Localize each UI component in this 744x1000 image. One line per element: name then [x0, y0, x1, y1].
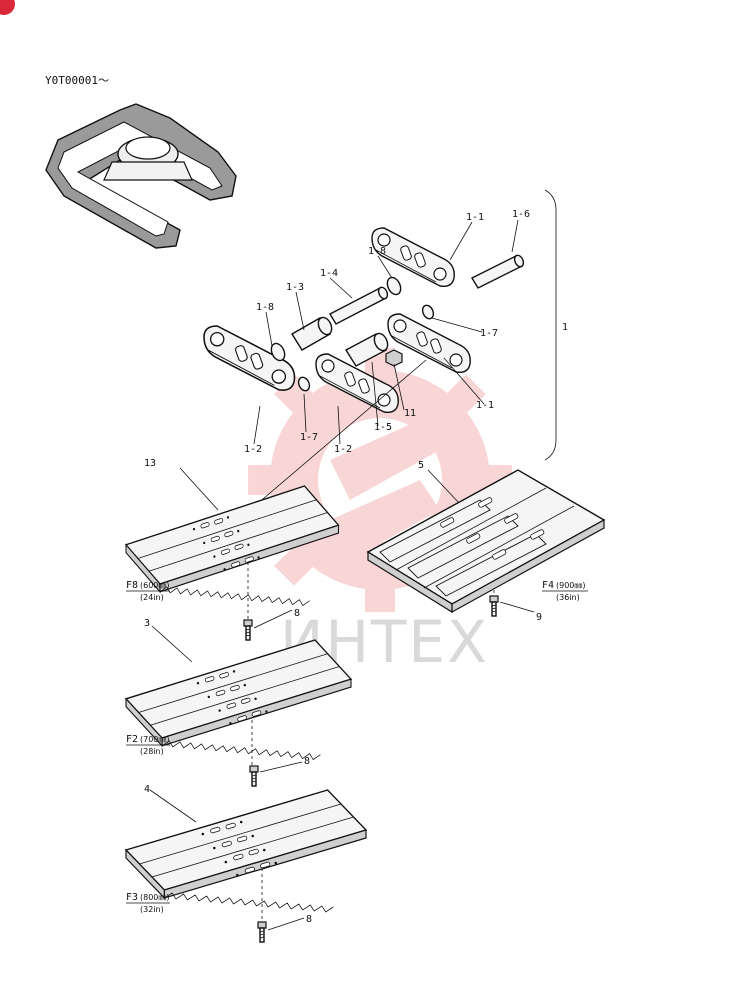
- callout-1-8-lower: 1-8: [256, 302, 274, 313]
- bushing-1-5: [345, 332, 389, 367]
- shoe-label-f2: F2 (700㎜) (28in): [126, 734, 170, 756]
- callout-3: 3: [144, 618, 150, 629]
- callout-1-6: 1-6: [512, 209, 530, 220]
- bushing-1-3: [291, 316, 333, 351]
- callout-1-1-lower: 1-1: [476, 400, 494, 411]
- callout-4: 4: [144, 784, 150, 795]
- callout-8-c: 8: [306, 914, 312, 925]
- callout-8-a: 8: [294, 608, 300, 619]
- shoe-mm-f8: (600㎜): [140, 581, 170, 590]
- callout-1-7-upper: 1-7: [480, 328, 498, 339]
- callout-1-1-upper: 1-1: [466, 212, 484, 223]
- bolt-8-c: [257, 921, 267, 943]
- callout-1-2-right: 1-2: [334, 444, 352, 455]
- group-bracket: [544, 189, 557, 461]
- callout-1-3: 1-3: [286, 282, 304, 293]
- spacer-1-7-lower: [297, 376, 311, 392]
- shoe-mm-f2: (700㎜): [140, 735, 170, 744]
- corner-badge: [0, 0, 15, 15]
- shoe-mm-f4: (900㎜): [556, 581, 586, 590]
- seal-1-8-lower: [270, 342, 286, 362]
- shoe-code-f8: F8: [126, 580, 138, 591]
- callout-13: 13: [144, 458, 156, 469]
- shoe-in-f8: (24in): [140, 593, 164, 602]
- shoe-label-f8: F8 (600㎜) (24in): [126, 580, 170, 602]
- shoe-in-f2: (28in): [140, 747, 164, 756]
- leader-lines: [149, 219, 535, 931]
- track-assembly-illustration: [45, 103, 237, 249]
- shoe-code-f4: F4: [542, 580, 554, 591]
- bolt-8-a: [243, 619, 253, 641]
- seal-1-8-upper: [386, 276, 402, 296]
- pin-1-6: [471, 254, 525, 289]
- callout-1-8-upper: 1-8: [368, 246, 386, 257]
- shoe-mm-f3: (800㎜): [140, 893, 170, 902]
- serial-number: Y0T00001～: [45, 74, 109, 87]
- nut-11: [385, 349, 403, 367]
- spacer-1-7-upper: [421, 304, 435, 320]
- callout-1-7-lower: 1-7: [300, 432, 318, 443]
- shoe-label-f4: F4 (900㎜) (36in): [542, 580, 588, 602]
- shoe-label-f3: F3 (800㎜) (32in): [126, 892, 170, 914]
- bolt-8-b: [249, 765, 259, 787]
- callout-1: 1: [562, 322, 568, 333]
- callout-1-5: 1-5: [374, 422, 392, 433]
- pin-1-4: [329, 286, 389, 325]
- callout-11: 11: [404, 408, 416, 419]
- shoe-code-f2: F2: [126, 734, 138, 745]
- shoe-plate-5: [366, 469, 606, 614]
- link-1-1-upper: [371, 227, 455, 288]
- callout-1-4: 1-4: [320, 268, 338, 279]
- shoe-in-f4: (36in): [556, 593, 580, 602]
- shoe-code-f3: F3: [126, 892, 138, 903]
- callout-8-b: 8: [304, 756, 310, 767]
- bolt-9: [489, 595, 499, 617]
- callout-5: 5: [418, 460, 424, 471]
- link-1-1-lower: [387, 313, 471, 374]
- callout-9: 9: [536, 612, 542, 623]
- shoe-in-f3: (32in): [140, 905, 164, 914]
- callout-1-2-left: 1-2: [244, 444, 262, 455]
